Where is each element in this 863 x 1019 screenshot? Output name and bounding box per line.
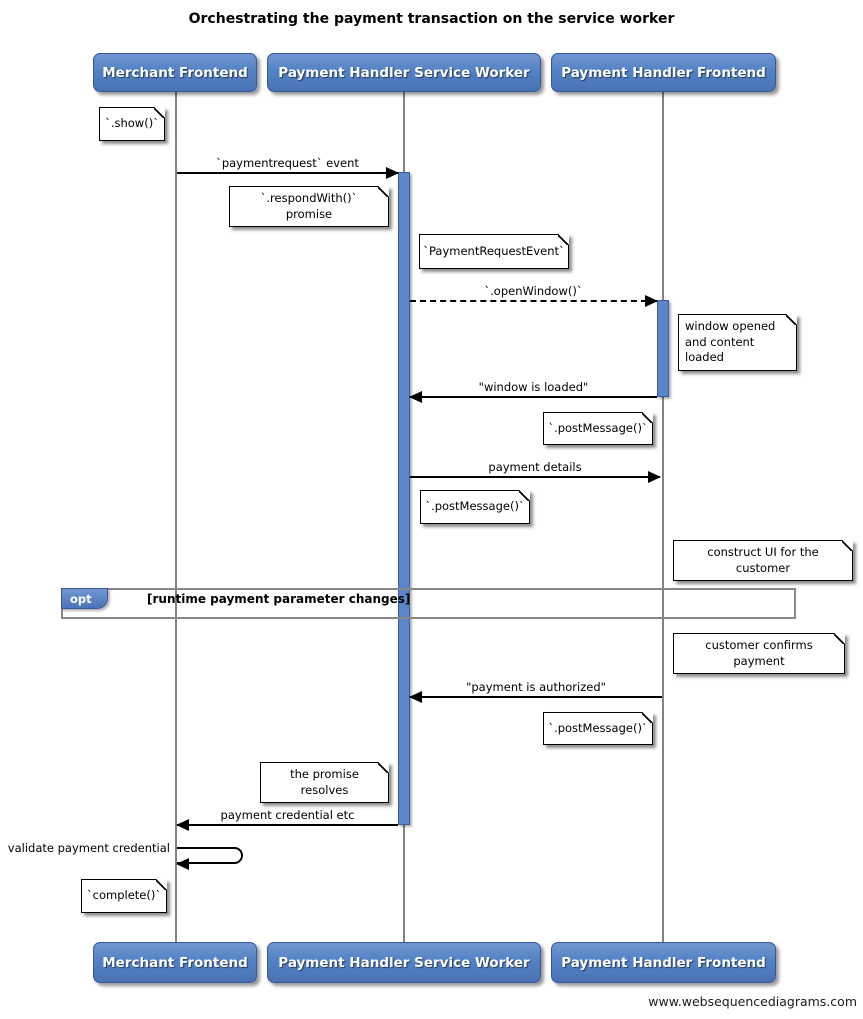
message-line: [410, 696, 662, 698]
message-openwindow: `.openWindow()`: [410, 281, 658, 307]
actor-payment-handler-frontend-bottom: Payment Handler Frontend: [551, 942, 776, 983]
message-label: "window is loaded": [478, 380, 589, 394]
message-payment-credential-etc: payment credential etc: [176, 805, 398, 831]
actor-payment-handler-frontend-top: Payment Handler Frontend: [551, 53, 776, 92]
actor-label: Payment Handler Service Worker: [278, 64, 530, 81]
arrowhead-left-icon: [176, 858, 189, 870]
actor-label: Merchant Frontend: [102, 64, 248, 81]
message-line: [177, 824, 398, 826]
actor-merchant-frontend-top: Merchant Frontend: [93, 53, 257, 92]
message-paymentrequest-event: `paymentrequest` event: [177, 153, 399, 179]
actor-payment-handler-service-worker-bottom: Payment Handler Service Worker: [267, 942, 541, 983]
actor-payment-handler-service-worker-top: Payment Handler Service Worker: [267, 53, 541, 92]
activation-payment-handler-frontend: [657, 300, 669, 397]
message-line: [410, 476, 660, 478]
message-line: [177, 172, 398, 174]
note-window-opened: window opened and content loaded: [678, 314, 797, 371]
activation-payment-handler-service-worker: [398, 172, 410, 825]
note-complete: `complete()`: [81, 879, 167, 913]
message-label: `.openWindow()`: [484, 284, 583, 298]
note-paymentrequestevent: `PaymentRequestEvent`: [419, 234, 569, 269]
message-line: [410, 396, 657, 398]
opt-operator-tab: opt: [61, 588, 108, 609]
arrowhead-left-icon: [176, 819, 189, 831]
note-customer-confirms: customer confirms payment: [673, 633, 845, 675]
actor-merchant-frontend-bottom: Merchant Frontend: [93, 942, 257, 983]
message-label: payment credential etc: [220, 808, 355, 822]
lifeline-merchant-frontend: [175, 92, 177, 942]
note-construct-ui: construct UI for the customer: [673, 540, 853, 582]
note-postmessage-3: `.postMessage()`: [543, 712, 653, 745]
note-respondwith-promise: `.respondWith()` promise: [229, 186, 389, 228]
diagram-title: Orchestrating the payment transaction on…: [188, 11, 675, 27]
watermark: www.websequencediagrams.com: [648, 994, 857, 1009]
lifeline-payment-handler-frontend: [662, 92, 664, 942]
arrowhead-right-icon: [648, 471, 661, 483]
actor-label: Payment Handler Frontend: [561, 954, 766, 971]
note-promise-resolves: the promise resolves: [260, 762, 389, 804]
actor-label: Payment Handler Service Worker: [278, 954, 530, 971]
message-payment-details: payment details: [410, 457, 661, 483]
note-postmessage-2: `.postMessage()`: [420, 490, 530, 524]
self-loop-arrow: [177, 847, 243, 864]
arrowhead-left-icon: [409, 391, 422, 403]
note-show: `.show()`: [99, 107, 165, 141]
actor-label: Merchant Frontend: [102, 954, 248, 971]
arrowhead-left-icon: [409, 691, 422, 703]
arrowhead-right-icon: [645, 295, 658, 307]
arrowhead-right-icon: [386, 167, 399, 179]
message-line: [410, 300, 657, 302]
message-label: payment details: [488, 460, 582, 474]
message-payment-is-authorized: "payment is authorized": [409, 677, 662, 703]
opt-fragment: opt [runtime payment parameter changes]: [61, 588, 796, 619]
self-message-label: validate payment credential: [7, 841, 170, 855]
actor-label: Payment Handler Frontend: [561, 64, 766, 81]
message-label: "payment is authorized": [466, 680, 606, 694]
opt-guard: [runtime payment parameter changes]: [147, 592, 411, 606]
message-label: `paymentrequest` event: [216, 156, 359, 170]
message-window-is-loaded: "window is loaded": [409, 377, 657, 403]
note-postmessage-1: `.postMessage()`: [543, 412, 653, 445]
